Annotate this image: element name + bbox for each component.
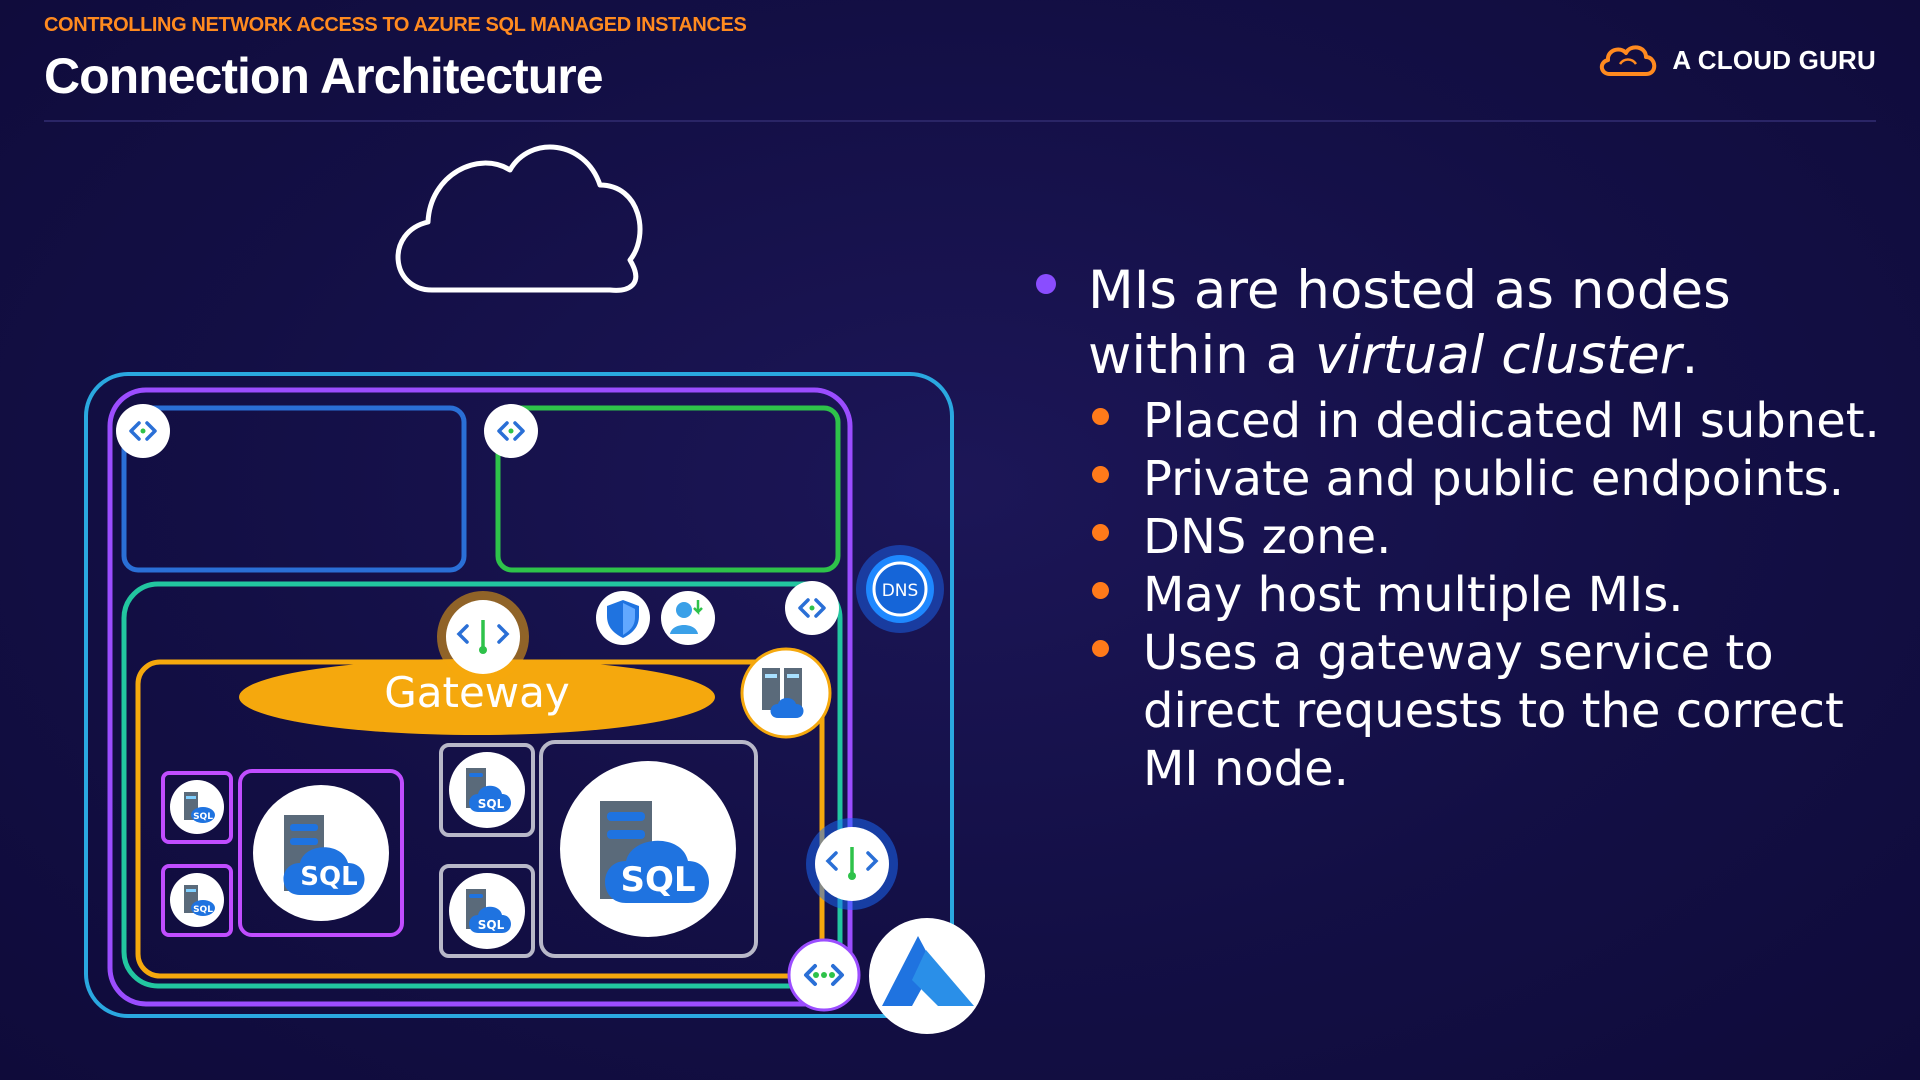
vnet-boundary	[84, 372, 954, 1018]
sql-server-icon: SQL	[170, 873, 224, 927]
sub-bullet: Placed in dedicated MI subnet.	[1092, 392, 1896, 450]
endpoint-icon	[484, 404, 538, 458]
sql-server-icon: SQL	[449, 752, 525, 828]
svg-text:SQL: SQL	[300, 862, 357, 892]
shield-icon	[596, 591, 650, 645]
endpoint-icon	[116, 404, 170, 458]
gateway-label: Gateway	[384, 668, 570, 717]
gateway-icon	[437, 591, 529, 683]
header: CONTROLLING NETWORK ACCESS TO AZURE SQL …	[44, 14, 747, 105]
cloud-icon	[395, 144, 643, 293]
gateway-icon	[806, 818, 898, 910]
mi-node-large	[539, 740, 758, 958]
subnet-green	[495, 405, 841, 573]
bullet-main-text: MIs are hosted as nodes within a virtual…	[1088, 260, 1731, 386]
sub-bullet: Private and public endpoints.	[1092, 450, 1896, 508]
bullet-list: MIs are hosted as nodes within a virtual…	[1036, 258, 1896, 798]
bullet-main: MIs are hosted as nodes within a virtual…	[1036, 258, 1896, 388]
svg-text:SQL: SQL	[193, 812, 213, 822]
cloud-logo-icon	[1600, 45, 1657, 76]
endpoint-icon	[785, 581, 839, 635]
svg-text:SQL: SQL	[193, 905, 213, 915]
user-icon	[661, 591, 715, 645]
vnet-peering-icon	[787, 938, 861, 1012]
bullet-dot	[1092, 408, 1109, 425]
azure-logo-icon	[869, 918, 985, 1034]
bullet-dot	[1036, 274, 1056, 294]
section-kicker: CONTROLLING NETWORK ACCESS TO AZURE SQL …	[44, 14, 747, 36]
mi-node-large	[238, 769, 404, 937]
brand-logo: A CLOUD GURU	[1596, 40, 1876, 80]
bullet-dot	[1092, 582, 1109, 599]
sql-server-icon: SQL	[560, 761, 736, 937]
gateway-ellipse	[239, 659, 715, 735]
bullet-dot	[1092, 466, 1109, 483]
sub-bullets: Placed in dedicated MI subnet. Private a…	[1092, 392, 1896, 798]
svg-text:SQL: SQL	[478, 918, 505, 932]
bullet-dot	[1092, 524, 1109, 541]
dns-label: DNS	[882, 581, 919, 601]
sub-bullet: May host multiple MIs.	[1092, 566, 1896, 624]
sql-server-icon: SQL	[170, 780, 224, 834]
slide-title: Connection Architecture	[44, 48, 604, 104]
mi-subnet-boundary	[121, 581, 843, 989]
virtual-cluster-boundary	[107, 387, 853, 1007]
bullet-dot	[1092, 640, 1109, 657]
sub-bullet: DNS zone.	[1092, 508, 1896, 566]
mi-node-small	[161, 864, 233, 937]
mi-node-small	[161, 771, 233, 844]
svg-text:SQL: SQL	[620, 860, 695, 900]
mi-node-small	[439, 743, 535, 837]
svg-text:SQL: SQL	[478, 797, 505, 811]
brand-name: A CLOUD GURU	[1672, 44, 1876, 75]
dns-icon: DNS	[856, 545, 944, 633]
sql-server-icon: SQL	[449, 873, 525, 949]
sql-server-icon: SQL	[253, 785, 389, 921]
header-divider	[44, 120, 1876, 122]
sub-bullet: Uses a gateway service to direct request…	[1092, 624, 1896, 798]
mi-node-small	[439, 864, 535, 958]
subnet-blue	[121, 405, 467, 573]
server-cloud-icon	[740, 647, 832, 739]
